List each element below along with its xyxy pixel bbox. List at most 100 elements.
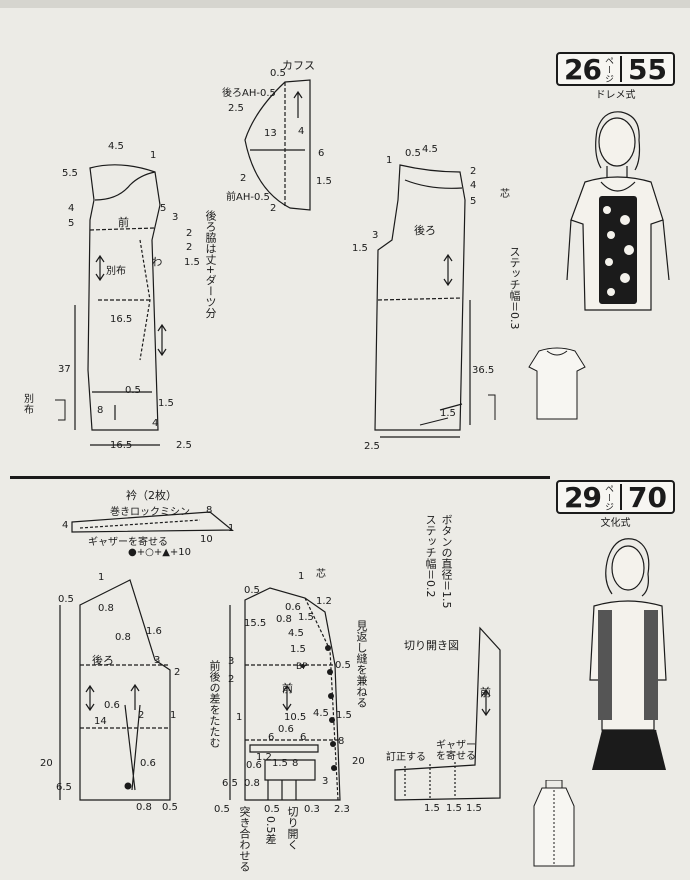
back-vest-outline (79, 579, 171, 801)
cut-open-front-label: 前 (480, 686, 491, 699)
cut-open-diagram-outline (394, 626, 501, 801)
page-number: 29 (564, 480, 602, 514)
back-vest-title: 後ろ (92, 654, 114, 667)
front-label-17: 16.5 (110, 440, 133, 451)
front-vest-label-18: 1 (236, 712, 243, 723)
front-vest-label-4: 1.2 (316, 596, 332, 607)
front-label-15: 1.5 (158, 398, 174, 409)
cut-label-3: 1.5 (466, 803, 482, 814)
collar-note-gather: ギャザーを寄せる (88, 537, 168, 548)
front-vest-label-7: 0.8 (276, 614, 292, 625)
back-vest-label-12: 20 (40, 758, 53, 769)
top-stitch-note: ステッチ幅＝0.3 (508, 246, 521, 330)
cut-gather-note: ギャザーを寄せる (436, 740, 476, 762)
back-vest-label-5: 1.6 (146, 626, 162, 637)
back-label-11: 2.5 (364, 441, 380, 452)
front-vest-label-5: 1.5 (298, 612, 314, 623)
side-dart-note: 後ろ脇は丈+ダーツ分 (204, 210, 217, 319)
pattern-badge-26: 26 ページ 55 ドレメ式 (556, 52, 675, 101)
front-vest-label-16: 0.6 (278, 724, 294, 735)
back-vest-label-14: 0.6 (140, 758, 156, 769)
front-vest-label-9: 1.5 (290, 644, 306, 655)
back-vest-label-9: 14 (94, 716, 107, 727)
model-illustration-top (566, 111, 670, 311)
front-label-3: 5.5 (62, 168, 78, 179)
front-vest-label-1: 0.5 (244, 585, 260, 596)
front-vest-label-17: 8 (338, 736, 345, 747)
collar-label-2: 8 (206, 505, 213, 516)
front-bodice-outline (87, 164, 161, 431)
front-back-diff-note: 前後の差をたたむ (208, 660, 221, 748)
cuff-label-2: 後ろAH-0.5 (222, 88, 276, 99)
back-label-10: 1.5 (440, 408, 456, 419)
pattern-badge-29: 29 ページ 70 文化式 (556, 480, 675, 529)
page-number: 26 (564, 52, 602, 86)
back-vest-label-7: 2 (174, 667, 181, 678)
cuff-label-3: 2.5 (228, 103, 244, 114)
front-vest-label-11: 3 (228, 656, 235, 667)
betsu-side-label: 別布 (24, 394, 34, 416)
front-label-14: 8 (97, 405, 104, 416)
front-vest-label-32: 2.3 (334, 804, 350, 815)
top-pattern-drawing (55, 79, 496, 446)
front-label-11: 16.5 (110, 314, 133, 325)
front-label-16: 4 (152, 418, 159, 429)
back-vest-label-11: 1 (170, 710, 177, 721)
front-label-12: 37 (58, 364, 71, 375)
front-vest-label-8: 4.5 (288, 628, 304, 639)
collar-formula: ●+○+▲+10 (128, 547, 192, 558)
section-divider (10, 476, 550, 479)
front-vest-label-13: 10.5 (284, 712, 307, 723)
back-label-8: 1.5 (352, 243, 368, 254)
pattern-number: 55 (627, 52, 667, 86)
front-vest-label-10: 0.5 (335, 660, 351, 671)
cuff-label-9: 前AH-0.5 (226, 192, 270, 203)
front-vest-label-30: 0.5 (264, 804, 280, 815)
front-vest-label-31: 0.3 (304, 804, 320, 815)
cuffs-title: カフス (282, 59, 315, 72)
front-vest-label-6: 15.5 (244, 618, 267, 629)
front-label-9: 2 (186, 242, 193, 253)
back-label-9: 36.5 (472, 365, 495, 376)
front-vest-label-25: 0.8 (244, 778, 260, 789)
collar-label-3: 1 (228, 523, 235, 534)
front-vest-label-19: 6 (268, 732, 275, 743)
butt-join-note: 突き合わせる (238, 806, 251, 872)
front-vest-label-29: 0.5 (214, 804, 230, 815)
cuff-outline (244, 79, 311, 211)
button-diameter-note: ボタンの直径＝1.5 (440, 514, 453, 609)
back-label-6: 5 (470, 196, 477, 207)
front-vest-label-26: 3 (322, 776, 329, 787)
back-label-4: 2 (470, 166, 477, 177)
bust-point-label: BP (296, 662, 308, 672)
drafting-method: ドレメ式 (595, 90, 636, 101)
front-vest-label-12: 2 (228, 674, 235, 685)
correct-note: 訂正する (386, 752, 426, 763)
drafting-method: 文化式 (600, 518, 631, 529)
facing-note: 見返し縫を兼ねる (355, 620, 368, 708)
back-vest-label-16: 0.5 (162, 802, 178, 813)
front-label-10: 1.5 (184, 257, 200, 268)
back-label-3: 4.5 (422, 144, 438, 155)
front-vest-label-24: 0.6 (246, 760, 262, 771)
back-vest-label-13: 6.5 (56, 782, 72, 793)
cut-open-title: 切り開き図 (404, 639, 459, 652)
front-label-2: 1 (150, 150, 157, 161)
back-vest-label-3: 0.8 (98, 603, 114, 614)
front-label-7: 3 (172, 212, 179, 223)
back-vest-label-2: 1 (98, 572, 105, 583)
front-label-5: 5 (68, 218, 75, 229)
model-illustration-bottom (589, 538, 667, 770)
collar-label-4: 10 (200, 534, 213, 545)
front-label-13: 0.5 (125, 385, 141, 396)
front-vest-label-3: 0.6 (285, 602, 301, 613)
front-title: 前 (118, 216, 129, 229)
collar-label-1: 4 (62, 520, 69, 531)
front-label-6: 5 (160, 203, 167, 214)
front-label-4: 4 (68, 203, 75, 214)
front-betsu-label: 別布 (106, 266, 126, 277)
back-label-2: 0.5 (405, 148, 421, 159)
front-vest-label-22: 1.5 (272, 758, 288, 769)
cuff-label-6: 6 (318, 148, 325, 159)
